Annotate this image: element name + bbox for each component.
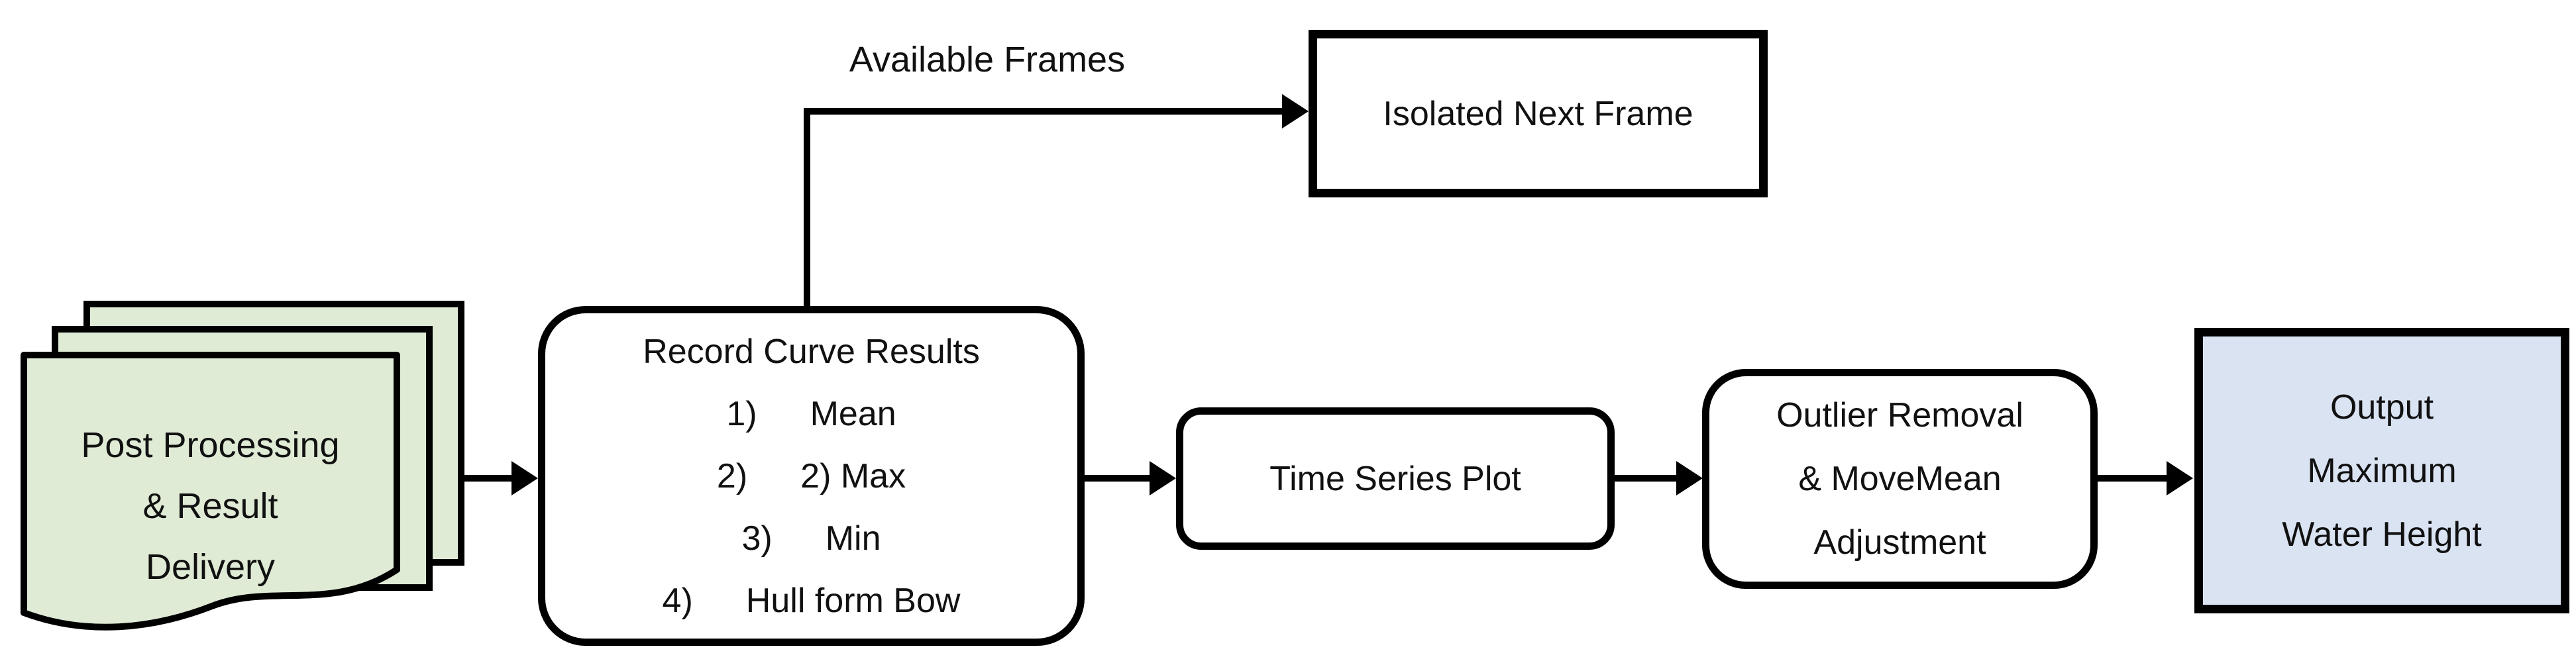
time-series-plot-node: Time Series Plot	[1176, 407, 1615, 550]
record-curve-results-node: Record Curve Results 1) Mean 2) 2) Max 3…	[538, 306, 1085, 646]
outlier-label-line: Outlier Removal	[1776, 396, 2023, 435]
arrow-docs-to-record-head	[511, 461, 538, 495]
time-series-plot-label: Time Series Plot	[1269, 459, 1521, 498]
arrow-record-to-timeseries-line	[1085, 475, 1152, 482]
arrow-docs-to-record-line	[462, 475, 513, 482]
doc-label-line: Delivery	[145, 547, 276, 587]
record-item-text: 2) Max	[800, 456, 906, 495]
connector-record-to-isolated-vertical	[804, 111, 810, 306]
isolated-next-frame-node: Isolated Next Frame	[1309, 30, 1768, 197]
output-label-line: Maximum	[2307, 451, 2457, 490]
record-item-text: Hull form Bow	[745, 581, 961, 620]
record-item: 4) Hull form Bow	[663, 570, 961, 632]
post-processing-docs-label: Post Processing & Result Delivery	[20, 415, 401, 597]
outlier-label-line: & MoveMean	[1798, 460, 2002, 498]
isolated-next-frame-label: Isolated Next Frame	[1383, 94, 1693, 133]
arrow-timeseries-to-outlier-head	[1676, 461, 1703, 495]
record-title: Record Curve Results	[643, 332, 980, 371]
outlier-removal-node: Outlier Removal & MoveMean Adjustment	[1702, 369, 2098, 589]
arrow-outlier-to-output-head	[2167, 461, 2193, 495]
available-frames-label: Available Frames	[849, 40, 1126, 79]
arrow-timeseries-to-outlier-line	[1615, 475, 1679, 482]
output-label-line: Water Height	[2282, 515, 2482, 554]
arrow-outlier-to-output-line	[2098, 475, 2169, 482]
record-item: 1) Mean	[726, 383, 896, 445]
doc-label-line: & Result	[142, 486, 278, 526]
doc-label-line: Post Processing	[81, 425, 340, 465]
record-item: 2) 2) Max	[717, 445, 906, 507]
record-item-text: Min	[825, 519, 881, 558]
outlier-label-line: Adjustment	[1813, 523, 1986, 562]
record-item-number: 1)	[726, 394, 757, 433]
record-item: 3) Min	[741, 507, 881, 570]
arrow-record-to-timeseries-head	[1150, 461, 1176, 495]
connector-record-to-isolated-horizontal	[804, 108, 1285, 115]
output-max-water-height-node: Output Maximum Water Height	[2194, 328, 2569, 613]
record-item-text: Mean	[810, 394, 896, 433]
record-item-number: 2)	[716, 456, 748, 495]
doc-page-front	[21, 352, 400, 631]
connector-record-to-isolated-head	[1282, 94, 1309, 129]
record-item-number: 4)	[662, 581, 693, 620]
output-label-line: Output	[2330, 387, 2434, 427]
record-item-number: 3)	[741, 519, 773, 558]
